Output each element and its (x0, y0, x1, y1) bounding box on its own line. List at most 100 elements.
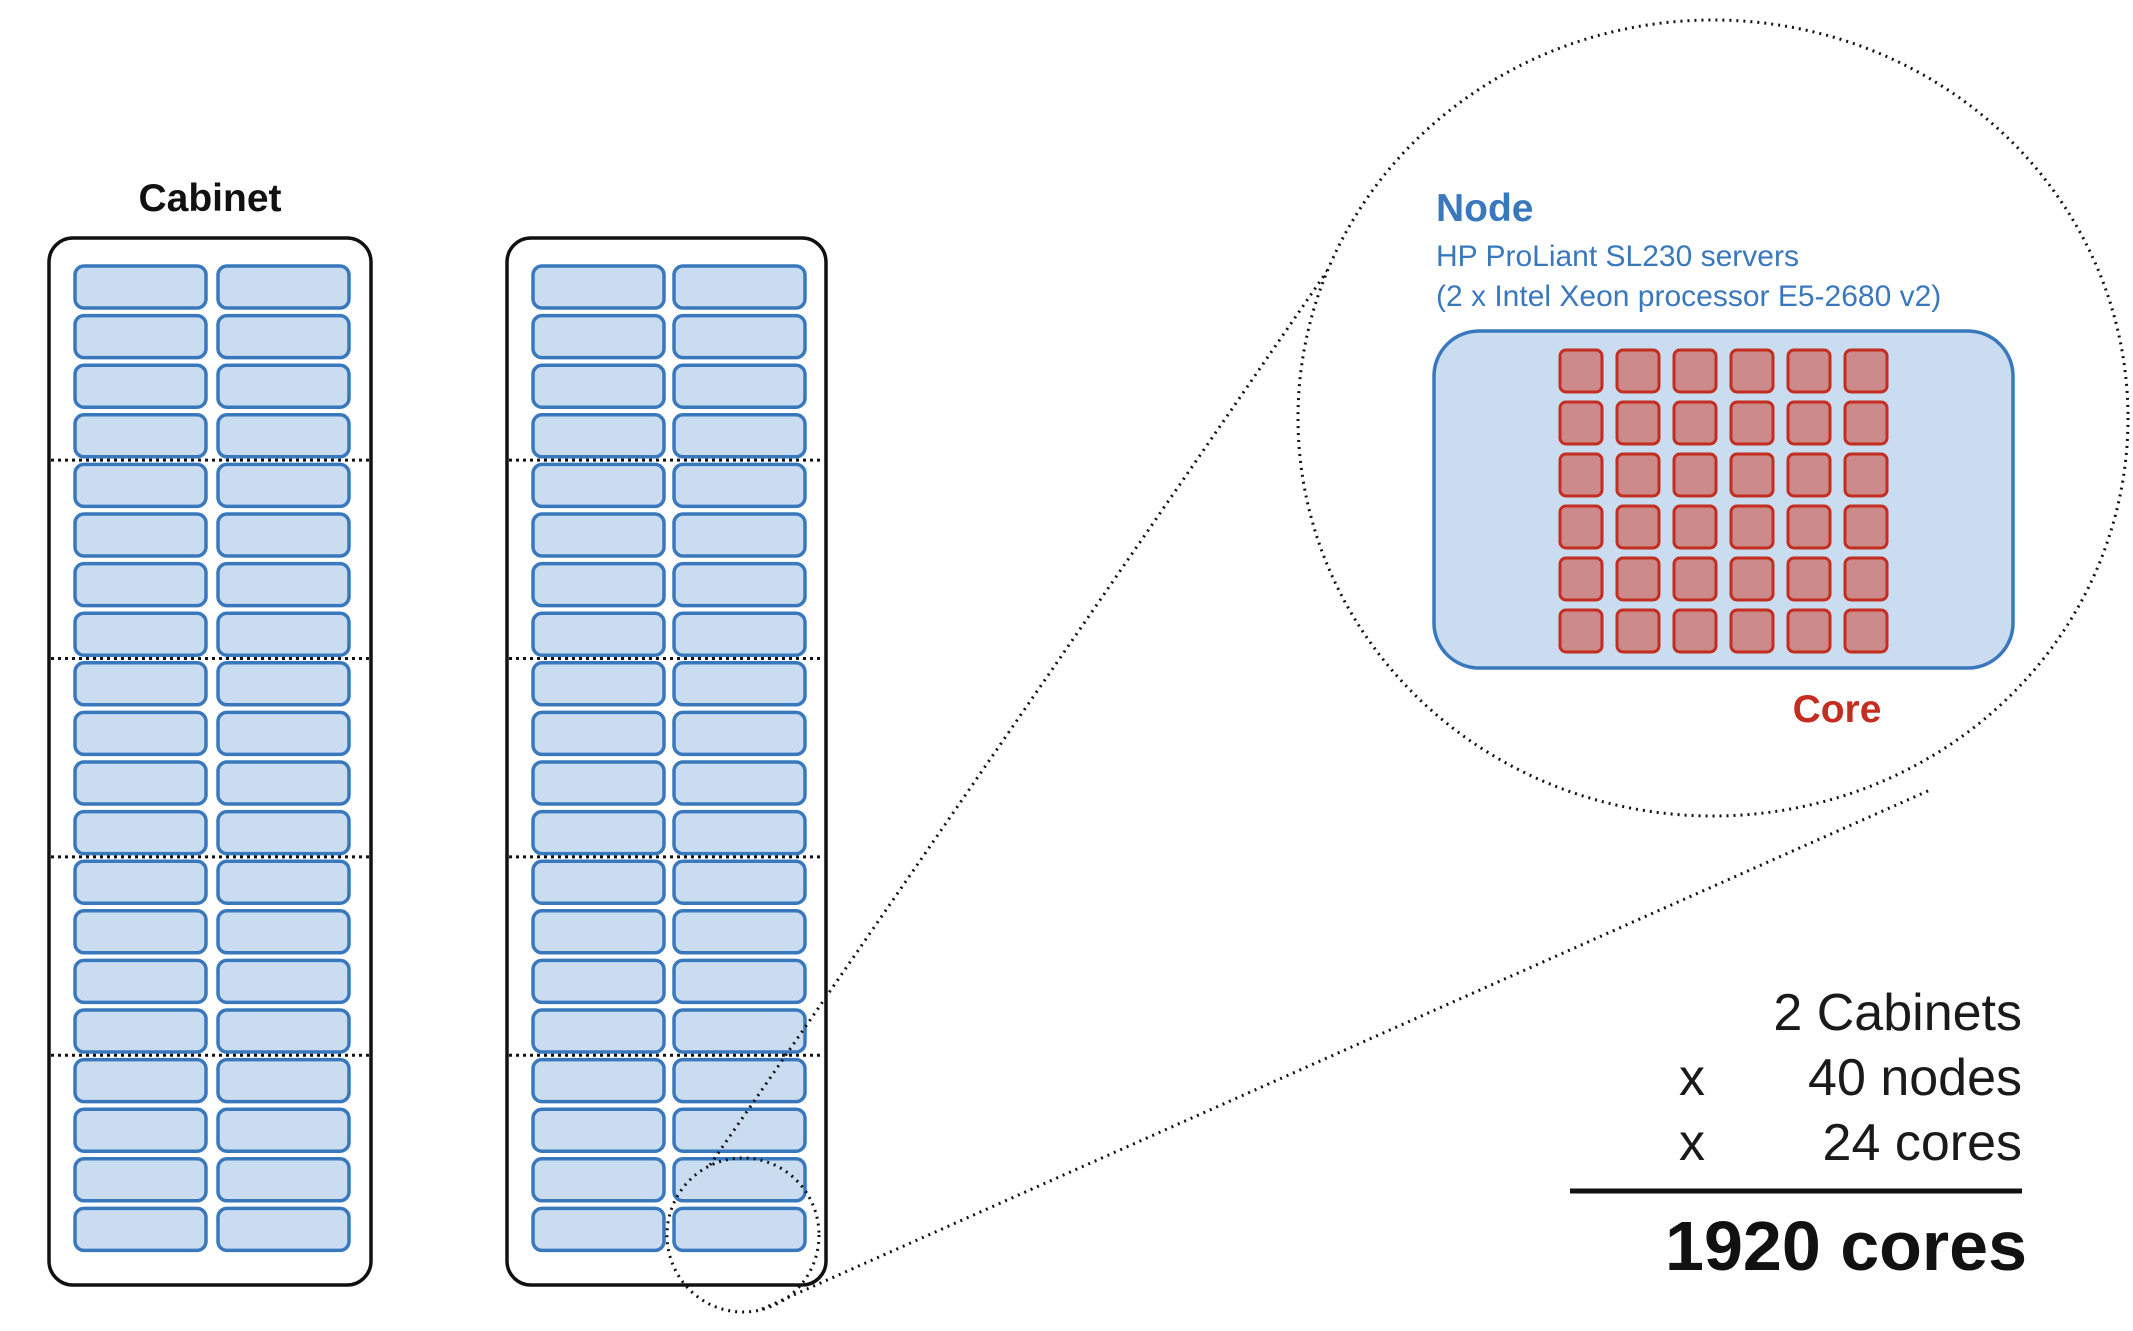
node-slot (73, 1008, 208, 1054)
core-cell (1558, 608, 1604, 654)
node-slot (531, 710, 666, 757)
node-slot (73, 313, 208, 360)
node-slot (216, 264, 351, 310)
core-cell (1615, 556, 1661, 602)
node-slot (672, 1157, 807, 1203)
node-slot (216, 313, 351, 360)
node-slot (531, 958, 666, 1005)
node-slot (672, 1057, 807, 1104)
node-slot (216, 413, 351, 459)
core-cell (1786, 556, 1832, 602)
node-slot (216, 611, 351, 657)
core-cell (1843, 504, 1889, 550)
node-slot (73, 1107, 208, 1153)
zoom-small-circle (665, 1156, 821, 1314)
node-slot (73, 710, 208, 757)
core-cell (1786, 400, 1832, 446)
core-cell (1672, 452, 1718, 498)
zoom-connector-lower (761, 788, 1931, 1311)
node-slot (672, 760, 807, 806)
node-slot (531, 313, 666, 360)
node-slot (216, 859, 351, 905)
core-cell (1786, 608, 1832, 654)
node-slot (531, 512, 666, 558)
node-slot (531, 1206, 666, 1253)
core-cell (1615, 452, 1661, 498)
core-cell (1729, 348, 1775, 394)
node-slot (672, 1206, 807, 1253)
node-box (1432, 329, 2015, 670)
node-slot (531, 859, 666, 905)
node-slot (672, 561, 807, 608)
node-slot (672, 1107, 807, 1153)
node-slot (73, 1206, 208, 1253)
node-slot (73, 958, 208, 1005)
core-cell (1558, 504, 1604, 550)
node-slot (531, 1008, 666, 1054)
node-slot (672, 661, 807, 707)
core-cell (1672, 400, 1718, 446)
node-slot (672, 809, 807, 856)
core-cell (1558, 452, 1604, 498)
node-slot (73, 363, 208, 409)
node-slot (73, 809, 208, 856)
core-cell (1615, 400, 1661, 446)
core-cell (1558, 348, 1604, 394)
node-slot (216, 462, 351, 509)
node-slot (531, 661, 666, 707)
node-slot (531, 1057, 666, 1104)
node-slot (216, 363, 351, 409)
node-slot (672, 1008, 807, 1054)
core-cell (1786, 504, 1832, 550)
summary-op-nodes: x (1679, 1049, 1705, 1107)
core-cell (1786, 348, 1832, 394)
node-slot (73, 661, 208, 707)
node-slot (216, 809, 351, 856)
node-detail: Node HP ProLiant SL230 servers (2 x Inte… (1432, 187, 2015, 731)
core-cell (1615, 608, 1661, 654)
node-slot (672, 958, 807, 1005)
summary-op-cores: x (1679, 1114, 1705, 1172)
core-cell (1672, 504, 1718, 550)
core-cell (1729, 504, 1775, 550)
node-slot (73, 1057, 208, 1104)
node-slot (73, 512, 208, 558)
node-slot (672, 264, 807, 310)
node-slot (531, 760, 666, 806)
node-slot (216, 1008, 351, 1054)
node-slot (672, 859, 807, 905)
node-slot (531, 1107, 666, 1153)
node-slot (216, 710, 351, 757)
node-slot (531, 909, 666, 955)
node-slot (216, 1107, 351, 1153)
cabinet-label: Cabinet (138, 177, 281, 220)
node-slot (216, 760, 351, 806)
node-subtitle-line2: (2 x Intel Xeon processor E5-2680 v2) (1436, 280, 1941, 313)
node-slot (216, 958, 351, 1005)
node-slot (672, 611, 807, 657)
node-title: Node (1436, 187, 1534, 230)
core-grid (1558, 348, 1889, 654)
summary-cabinets: 2 Cabinets (1773, 984, 2022, 1042)
node-slot (531, 413, 666, 459)
core-cell (1672, 348, 1718, 394)
cabinet-1-nodes (73, 264, 351, 1253)
node-slot (672, 413, 807, 459)
node-slot (73, 1157, 208, 1203)
summary-nodes: 40 nodes (1808, 1049, 2022, 1107)
zoom-connector-upper (708, 237, 1352, 1166)
node-slot (531, 611, 666, 657)
node-slot (531, 462, 666, 509)
node-subtitle-line1: HP ProLiant SL230 servers (1436, 240, 1799, 273)
node-slot (216, 561, 351, 608)
core-cell (1843, 348, 1889, 394)
node-slot (672, 909, 807, 955)
node-slot (672, 313, 807, 360)
core-cell (1729, 452, 1775, 498)
core-cell (1558, 556, 1604, 602)
summary-total: 1920 cores (1665, 1207, 2027, 1285)
node-slot (531, 1157, 666, 1203)
cabinet-1 (47, 236, 373, 1287)
core-cell (1615, 504, 1661, 550)
node-slot (531, 264, 666, 310)
